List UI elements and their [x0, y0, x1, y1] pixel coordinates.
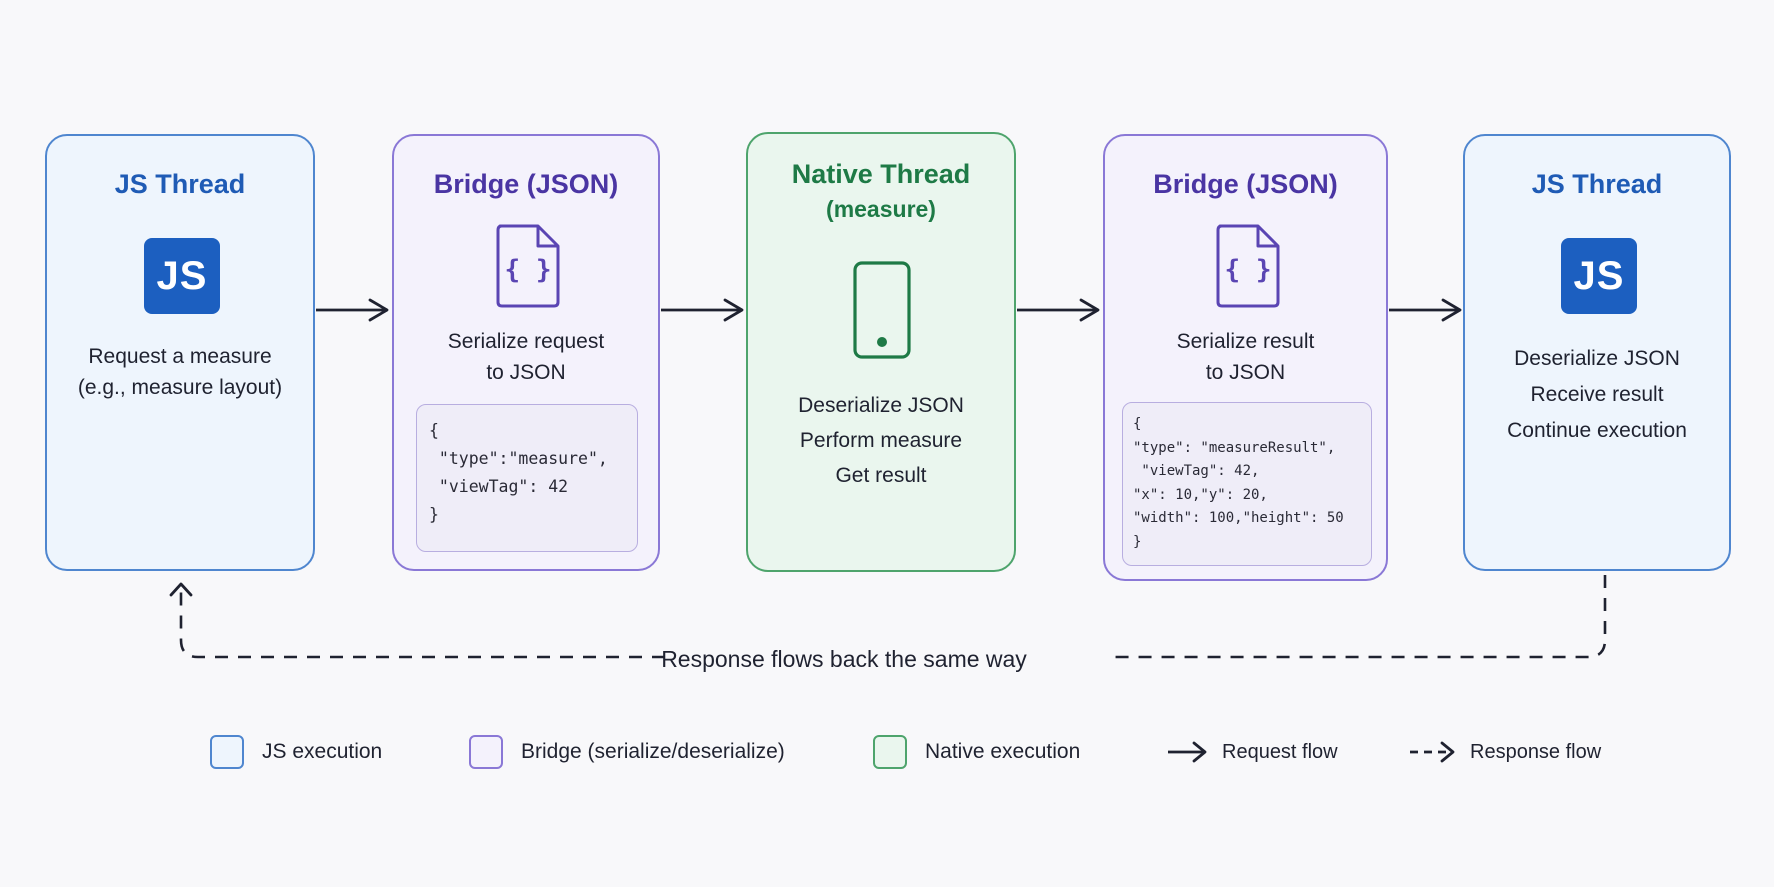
svg-text:{ }: { }: [505, 255, 552, 285]
native-swatch: [873, 735, 907, 769]
description-line: Perform measure: [799, 429, 963, 452]
description-line: to JSON: [486, 361, 566, 384]
card-title: Bridge (JSON): [1153, 169, 1338, 199]
card-title: Native Thread: [791, 159, 971, 189]
legend-label: JS execution: [262, 740, 383, 763]
legend-label: Response flow: [1470, 740, 1602, 763]
code-line: "viewTag": 42: [429, 477, 569, 496]
bridge-swatch: [469, 735, 503, 769]
description-line: Receive result: [1530, 383, 1664, 406]
code-line: {: [429, 421, 439, 440]
legend-bridge: Bridge (serialize/deserialize): [469, 732, 785, 772]
card-description: Serialize result to JSON: [1105, 326, 1386, 388]
js-logo-icon: JS: [1561, 238, 1637, 314]
card-title: JS Thread: [1531, 169, 1663, 199]
json-request-code: { "type":"measure", "viewTag": 42 }: [416, 404, 638, 552]
legend-request-flow: Request flow: [1166, 732, 1338, 772]
code-line: }: [1133, 533, 1142, 550]
response-flow-label: Response flows back the same way: [661, 646, 1027, 672]
card-description: Serialize request to JSON: [394, 326, 658, 388]
code-line: "type": "measureResult",: [1133, 439, 1336, 456]
legend-js-execution: JS execution: [210, 732, 382, 772]
code-line: }: [429, 505, 439, 524]
native-thread-card: Native Thread (measure) Deserialize JSON…: [746, 132, 1016, 572]
card-description: Deserialize JSON Perform measure Get res…: [748, 388, 1014, 493]
card-title: Bridge (JSON): [433, 169, 619, 199]
description-line: Deserialize JSON: [1514, 347, 1680, 370]
legend-native-execution: Native execution: [873, 732, 1080, 772]
card-description: Deserialize JSON Receive result Continue…: [1465, 341, 1729, 449]
response-arrowhead: [169, 582, 193, 597]
description-line: to JSON: [1205, 361, 1286, 384]
code-line: {: [1133, 416, 1142, 432]
legend-label: Request flow: [1222, 740, 1338, 763]
description-line: Get result: [835, 464, 927, 487]
json-file-icon: { }: [1216, 224, 1280, 308]
description-line: Continue execution: [1507, 419, 1687, 442]
json-file-icon: { }: [496, 224, 560, 308]
card-title: JS Thread: [114, 169, 246, 199]
legend-label: Bridge (serialize/deserialize): [521, 740, 785, 763]
dashed-arrow-icon: [1410, 741, 1455, 763]
js-thread-result-card: JS Thread JS Deserialize JSON Receive re…: [1463, 134, 1731, 571]
description-line: Serialize result: [1176, 330, 1315, 353]
legend-label: Native execution: [925, 740, 1081, 763]
phone-icon: [853, 261, 911, 359]
code-line: "type":"measure",: [429, 449, 608, 468]
svg-text:{ }: { }: [1225, 255, 1272, 285]
description-line: Serialize request: [447, 330, 605, 353]
bridge-serialize-request-card: Bridge (JSON) { } Serialize request to J…: [392, 134, 660, 571]
json-result-code: { "type": "measureResult", "viewTag": 42…: [1122, 402, 1372, 566]
response-path-right: [1106, 575, 1607, 659]
description-line: (e.g., measure layout): [77, 376, 283, 399]
legend-response-flow: Response flow: [1408, 732, 1601, 772]
card-subtitle: (measure): [826, 196, 936, 222]
description-line: Deserialize JSON: [798, 394, 964, 417]
js-thread-request-card: JS Thread JS Request a measure (e.g., me…: [45, 134, 315, 571]
js-swatch: [210, 735, 244, 769]
code-line: "x": 10,"y": 20,: [1133, 486, 1268, 503]
js-logo-icon: JS: [144, 238, 220, 314]
solid-arrow-icon: [1168, 741, 1207, 763]
code-line: "viewTag": 42,: [1133, 463, 1260, 479]
card-description: Request a measure (e.g., measure layout): [47, 341, 313, 403]
response-path-left: [179, 586, 665, 659]
description-line: Request a measure: [88, 345, 272, 368]
code-line: "width": 100,"height": 50: [1133, 510, 1344, 526]
bridge-serialize-result-card: Bridge (JSON) { } Serialize result to JS…: [1103, 134, 1388, 581]
